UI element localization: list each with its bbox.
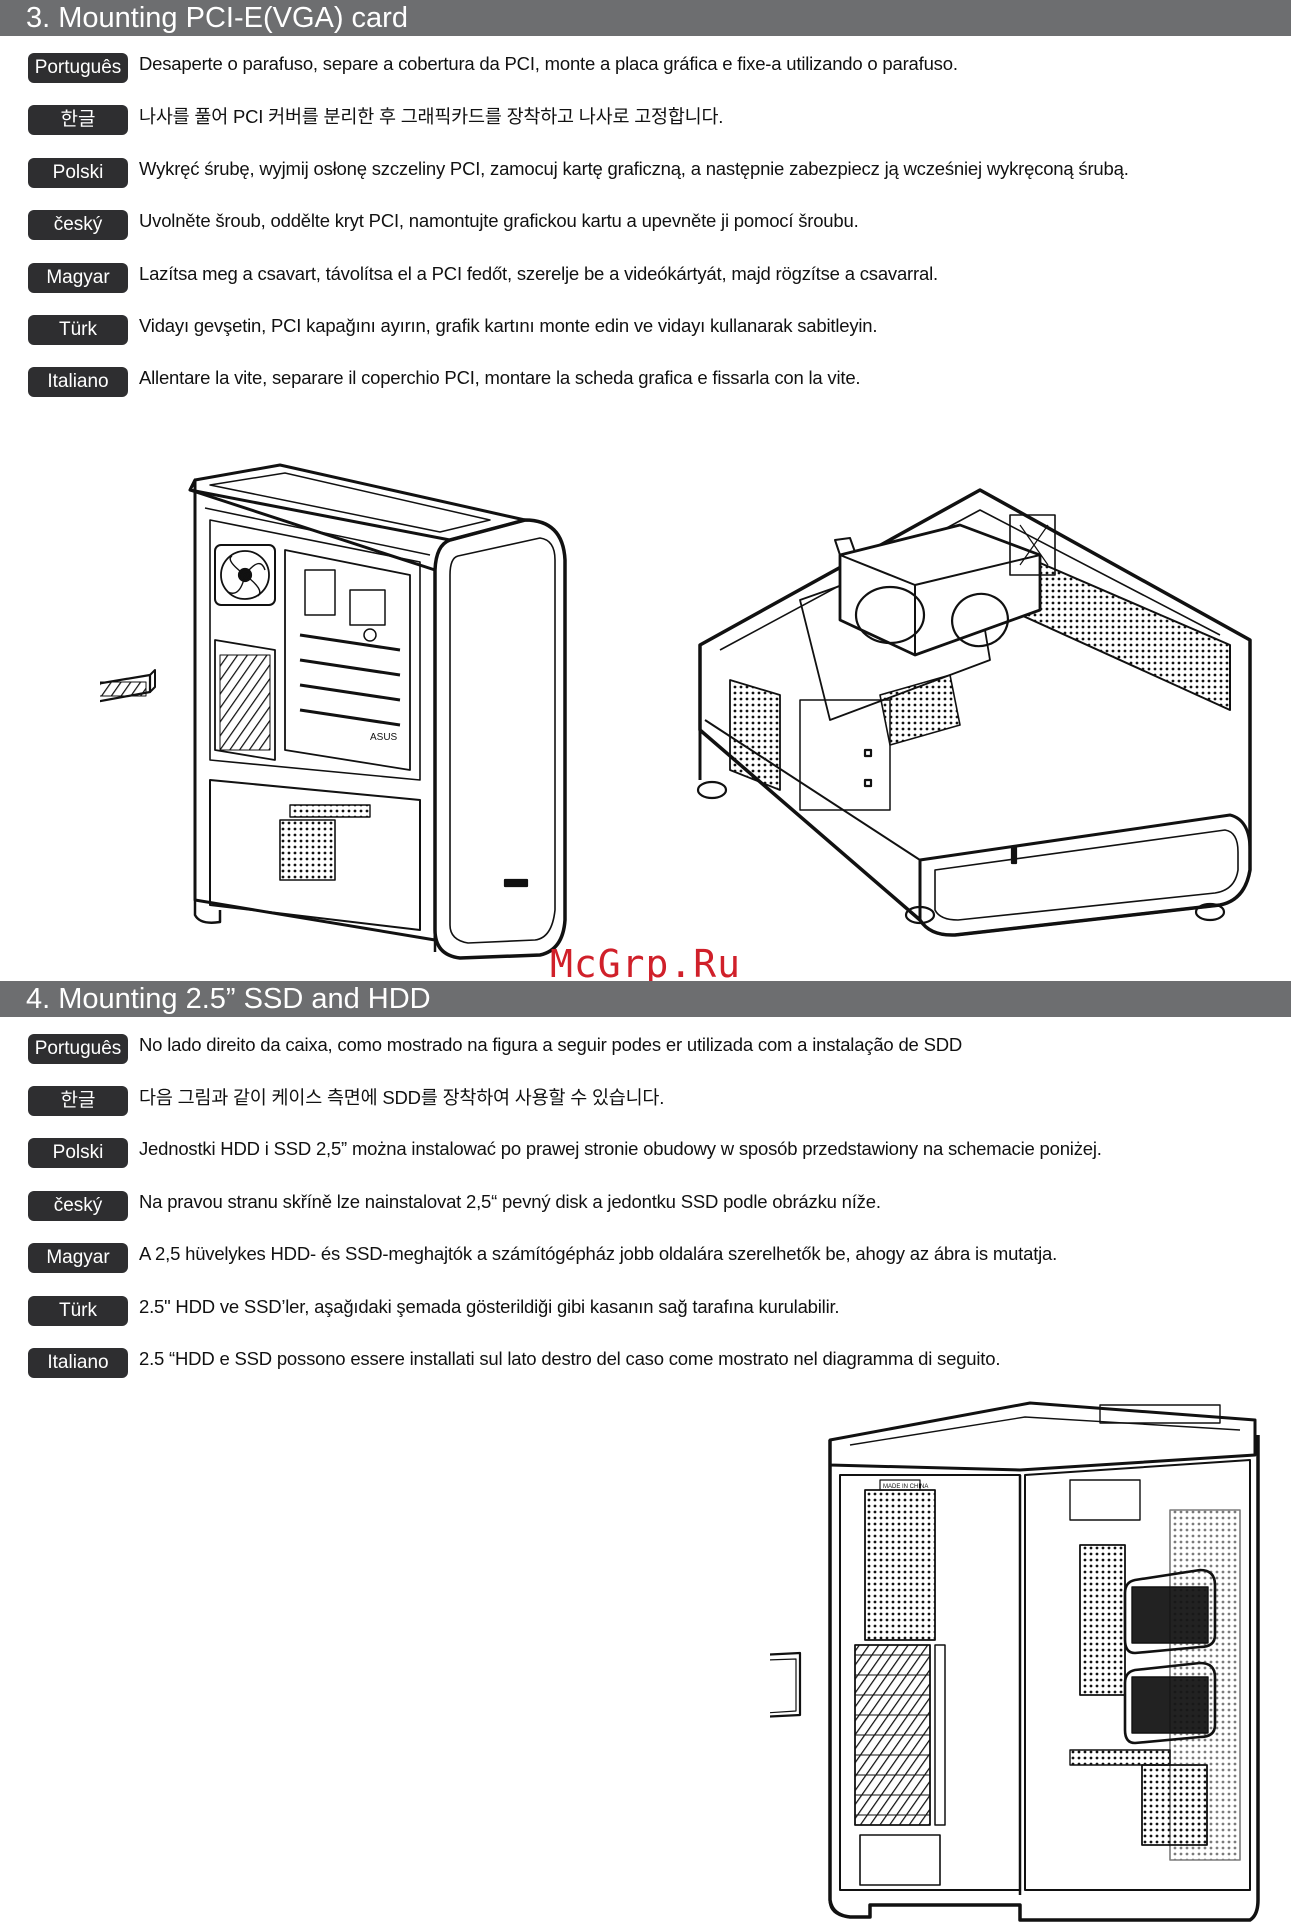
instruction-text: Lazítsa meg a csavart, távolítsa el a PC…: [139, 263, 938, 284]
watermark: McGrp.Ru: [550, 942, 742, 986]
case-brand-label: ASUS: [370, 732, 398, 743]
case-gpu-install-illustration: [696, 488, 1252, 937]
instruction-text: 2.5 “HDD e SSD possono essere installati…: [139, 1348, 1001, 1369]
lang-badge: 한글: [28, 105, 128, 135]
instruction-row-hungarian: Magyar Lazítsa meg a csavart, távolítsa …: [28, 262, 938, 294]
lang-badge: Italiano: [28, 1348, 128, 1378]
instruction-text: Desaperte o parafuso, separe a cobertura…: [139, 53, 958, 74]
instruction-row-turkish: Türk Vidayı gevşetin, PCI kapağını ayırı…: [28, 314, 878, 346]
instruction-row-turkish: Türk 2.5" HDD ve SSD’ler, aşağıdaki şema…: [28, 1295, 840, 1327]
instruction-row-italian: Italiano 2.5 “HDD e SSD possono essere i…: [28, 1347, 1000, 1379]
instruction-row-portuguese: Português Desaperte o parafuso, separe a…: [28, 52, 958, 84]
lang-badge: Magyar: [28, 263, 128, 293]
lang-badge: Polski: [28, 1138, 128, 1168]
case-ssd-hdd-illustration: MADE IN CHINA: [770, 1401, 1260, 1922]
section-3-title: 3. Mounting PCI-E(VGA) card: [26, 2, 408, 34]
lang-badge: Türk: [28, 315, 128, 345]
instruction-text: 다음 그림과 같이 케이스 측면에 SDD를 장착하여 사용할 수 있습니다.: [139, 1087, 665, 1108]
lang-badge: Italiano: [28, 367, 128, 397]
instruction-text: A 2,5 hüvelykes HDD- és SSD-meghajtók a …: [139, 1243, 1058, 1264]
instruction-row-czech: český Na pravou stranu skříně lze nainst…: [28, 1190, 881, 1222]
instruction-row-italian: Italiano Allentare la vite, separare il …: [28, 366, 861, 398]
instruction-text: Jednostki HDD i SSD 2,5” można instalowa…: [139, 1138, 1102, 1159]
lang-badge: Magyar: [28, 1243, 128, 1273]
lang-badge: český: [28, 1191, 128, 1221]
lang-badge: český: [28, 210, 128, 240]
lang-badge: Türk: [28, 1296, 128, 1326]
instruction-row-hungarian: Magyar A 2,5 hüvelykes HDD- és SSD-megha…: [28, 1242, 1057, 1274]
instruction-text: Uvolněte šroub, oddělte kryt PCI, namont…: [139, 210, 859, 231]
instruction-row-czech: český Uvolněte šroub, oddělte kryt PCI, …: [28, 209, 859, 241]
instruction-text: Na pravou stranu skříně lze nainstalovat…: [139, 1191, 881, 1212]
lang-badge: 한글: [28, 1086, 128, 1116]
lang-badge: Português: [28, 53, 128, 83]
instruction-row-polish: Polski Jednostki HDD i SSD 2,5” można in…: [28, 1137, 1102, 1169]
case-origin-label: MADE IN CHINA: [883, 1484, 928, 1490]
instruction-text: Allentare la vite, separare il coperchio…: [139, 367, 861, 388]
instruction-row-portuguese: Português No lado direito da caixa, como…: [28, 1033, 962, 1065]
lang-badge: Português: [28, 1034, 128, 1064]
instruction-row-korean: 한글 나사를 풀어 PCI 커버를 분리한 후 그래픽카드를 장착하고 나사로 …: [28, 104, 723, 136]
section-4-header: 4. Mounting 2.5” SSD and HDD: [0, 981, 1291, 1017]
section-3-header: 3. Mounting PCI-E(VGA) card: [0, 0, 1291, 36]
instruction-text: 나사를 풀어 PCI 커버를 분리한 후 그래픽카드를 장착하고 나사로 고정합…: [139, 106, 724, 127]
section-4-title: 4. Mounting 2.5” SSD and HDD: [26, 983, 431, 1015]
instruction-row-korean: 한글 다음 그림과 같이 케이스 측면에 SDD를 장착하여 사용할 수 있습니…: [28, 1085, 664, 1117]
case-side-pci-illustration: ASUS: [100, 463, 567, 960]
instruction-text: 2.5" HDD ve SSD’ler, aşağıdaki şemada gö…: [139, 1296, 840, 1317]
instruction-text: No lado direito da caixa, como mostrado …: [139, 1034, 963, 1055]
lang-badge: Polski: [28, 158, 128, 188]
instruction-text: Wykręć śrubę, wyjmij osłonę szczeliny PC…: [139, 158, 1129, 179]
instruction-text: Vidayı gevşetin, PCI kapağını ayırın, gr…: [139, 315, 878, 336]
instruction-row-polish: Polski Wykręć śrubę, wyjmij osłonę szcze…: [28, 157, 1129, 189]
